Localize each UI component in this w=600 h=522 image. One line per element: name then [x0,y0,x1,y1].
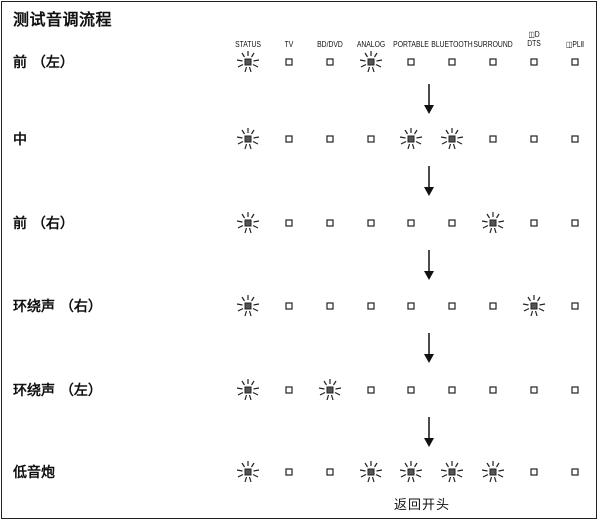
indicator-off-icon [489,58,497,66]
column-header-status: STATUS [235,40,261,49]
indicator-off-icon [489,386,497,394]
indicator-off-icon [326,468,334,476]
indicator-off-icon [489,135,497,143]
indicator-lit-icon [481,461,505,483]
indicator-off-icon [530,219,538,227]
indicator-off-icon [571,468,579,476]
indicator-off-icon [571,58,579,66]
down-arrow-icon [424,84,434,114]
indicator-off-icon [285,468,293,476]
row-label: 环绕声 （右） [13,299,102,315]
down-arrow-icon [424,166,434,196]
indicator-off-icon [326,302,334,310]
indicator-off-icon [407,386,415,394]
column-header-analog: ANALOG [356,40,386,49]
dolby-logo-icon: ◫ [565,40,573,49]
down-arrow-icon [424,250,434,280]
row-label: 环绕声 （左） [13,383,102,399]
indicator-off-icon [285,135,293,143]
indicator-off-icon [530,58,538,66]
column-header-portable: PORTABLE [393,40,429,49]
diagram-title: 测试音调流程 [13,10,113,29]
indicator-off-icon [489,302,497,310]
indicator-off-icon [326,135,334,143]
indicator-lit-icon [359,51,383,73]
indicator-off-icon [367,135,375,143]
indicator-off-icon [448,58,456,66]
row-label: 中 [13,132,27,148]
indicator-off-icon [530,468,538,476]
column-header-bd-dvd: BD/DVD [317,40,343,49]
row-label: 前 （左） [13,55,74,71]
indicator-off-icon [326,219,334,227]
indicator-off-icon [285,302,293,310]
indicator-lit-icon [236,128,260,150]
indicator-off-icon [407,302,415,310]
indicator-off-icon [407,219,415,227]
row-label: 前 （右） [13,216,74,232]
indicator-off-icon [571,386,579,394]
indicator-lit-icon [440,128,464,150]
indicator-off-icon [571,302,579,310]
indicator-off-icon [448,302,456,310]
indicator-off-icon [407,58,415,66]
indicator-off-icon [530,135,538,143]
indicator-off-icon [367,219,375,227]
row-label: 低音炮 [13,465,55,481]
indicator-lit-icon [399,461,423,483]
indicator-lit-icon [236,295,260,317]
column-header-surround: SURROUND [473,40,513,49]
column-header-tv: TV [284,40,294,49]
indicator-lit-icon [440,461,464,483]
indicator-lit-icon [318,379,342,401]
return-to-start-label: 返回开头 [394,498,451,513]
indicator-lit-icon [399,128,423,150]
indicator-off-icon [326,58,334,66]
column-header-plii: ◫PLⅡ [565,40,585,49]
indicator-off-icon [285,386,293,394]
indicator-lit-icon [236,212,260,234]
indicator-off-icon [448,386,456,394]
indicator-lit-icon [236,461,260,483]
indicator-lit-icon [236,51,260,73]
indicator-off-icon [367,302,375,310]
indicator-lit-icon [359,461,383,483]
indicator-off-icon [530,386,538,394]
indicator-lit-icon [481,212,505,234]
indicator-off-icon [448,219,456,227]
indicator-off-icon [367,386,375,394]
dolby-logo-icon: ◫D [528,30,540,39]
indicator-lit-icon [522,295,546,317]
indicator-off-icon [285,219,293,227]
indicator-off-icon [571,219,579,227]
indicator-lit-icon [236,379,260,401]
indicator-off-icon [571,135,579,143]
column-header-bluetooth: BLUETOOTH [431,40,473,49]
down-arrow-icon [424,333,434,363]
indicator-off-icon [285,58,293,66]
down-arrow-icon [424,417,434,447]
